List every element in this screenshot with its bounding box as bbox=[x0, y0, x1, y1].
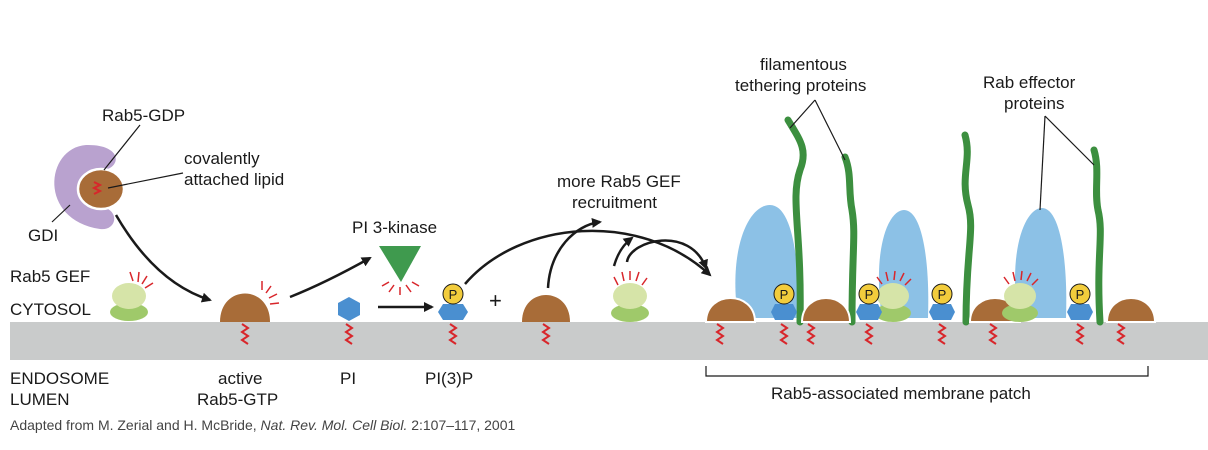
patch-phosphate-3 bbox=[931, 283, 953, 305]
patch-pi3p-tail-4 bbox=[1075, 323, 1085, 345]
pi-tail bbox=[344, 323, 354, 345]
label-more-gef-1: more Rab5 GEF bbox=[557, 172, 681, 191]
patch-phosphate-4 bbox=[1069, 283, 1091, 305]
patch-gef-1-top bbox=[877, 283, 909, 309]
patch-phosphate-label-2: P bbox=[865, 287, 874, 302]
credit-suffix: 2:107–117, 2001 bbox=[407, 417, 516, 433]
patch-gef-2-top bbox=[1004, 283, 1036, 309]
label-rab5-gef: Rab5 GEF bbox=[10, 267, 90, 286]
patch-rab5-4 bbox=[1105, 297, 1157, 323]
tethering-filament-2 bbox=[841, 153, 858, 326]
arrow-gdp-to-gtp bbox=[114, 214, 212, 303]
patch-phosphate-1 bbox=[773, 283, 795, 305]
leader-filament-1 bbox=[789, 99, 816, 129]
pi-lipid bbox=[338, 297, 360, 321]
rab5-gdp bbox=[76, 167, 126, 211]
kinase-activity-rays bbox=[381, 281, 420, 295]
leader-gdi bbox=[51, 204, 71, 223]
leader-effector-1 bbox=[1039, 115, 1046, 211]
figure-credit: Adapted from M. Zerial and H. McBride, N… bbox=[10, 417, 515, 433]
patch-lipid-2 bbox=[806, 323, 816, 345]
patch-rab5-1 bbox=[704, 297, 757, 323]
label-pi3-kinase: PI 3-kinase bbox=[352, 218, 437, 237]
label-pi: PI bbox=[340, 369, 356, 388]
phosphate-group bbox=[442, 283, 464, 305]
label-active: active bbox=[218, 369, 262, 388]
patch-gef-2-bottom bbox=[1002, 304, 1038, 322]
pi3p-tail bbox=[448, 323, 458, 345]
patch-phosphate-label-4: P bbox=[1076, 287, 1085, 302]
label-tethering-proteins: tethering proteins bbox=[735, 76, 866, 95]
lipid-anchor-active bbox=[240, 323, 250, 345]
rab5-gef-top bbox=[112, 283, 146, 309]
gef-activity-rays bbox=[129, 271, 154, 289]
lipid-anchor-gdp bbox=[91, 181, 103, 195]
patch-rab5-2 bbox=[800, 297, 852, 323]
tethering-filament-1 bbox=[784, 116, 807, 326]
patch-pi3p-tail-2 bbox=[864, 323, 874, 345]
arrow-recruit-4 bbox=[612, 236, 634, 267]
patch-lipid-1 bbox=[715, 323, 725, 345]
tethering-filament-3 bbox=[961, 131, 975, 326]
patch-gef-rays bbox=[876, 270, 1039, 286]
patch-lipid-3 bbox=[988, 323, 998, 345]
arrow-recruit-2 bbox=[546, 217, 602, 289]
label-filamentous: filamentous bbox=[760, 55, 847, 74]
label-gdi: GDI bbox=[28, 226, 58, 245]
patch-pi3p-4 bbox=[1067, 304, 1093, 320]
leader-rab5-gdp bbox=[103, 124, 141, 171]
patch-phosphate-label-1: P bbox=[780, 287, 789, 302]
label-rab-effector: Rab effector bbox=[983, 73, 1076, 92]
patch-pi3p-2 bbox=[856, 304, 882, 320]
lipid-anchor-2 bbox=[541, 323, 551, 345]
patch-gef-1-bottom bbox=[875, 304, 911, 322]
endosome-membrane bbox=[10, 322, 1208, 360]
gef2-activity-rays bbox=[613, 271, 648, 286]
rab5-gtp-2 bbox=[522, 295, 570, 322]
patch-phosphate-label-3: P bbox=[938, 287, 947, 302]
label-cytosol: CYTOSOL bbox=[10, 300, 91, 319]
label-lumen: LUMEN bbox=[10, 390, 70, 409]
label-more-gef-2: recruitment bbox=[572, 193, 657, 212]
credit-journal: Nat. Rev. Mol. Cell Biol. bbox=[260, 417, 408, 433]
patch-pi3p-tail-3 bbox=[937, 323, 947, 345]
credit-prefix: Adapted from M. Zerial and H. McBride, bbox=[10, 417, 261, 433]
label-effector-proteins: proteins bbox=[1004, 94, 1064, 113]
membrane-patch-bracket bbox=[705, 366, 1149, 377]
gtp-activity-rays bbox=[261, 281, 280, 305]
label-covalently: covalently bbox=[184, 149, 260, 168]
patch-pi3p-1 bbox=[771, 304, 797, 320]
tethering-filament-4 bbox=[1090, 146, 1104, 326]
pi3-kinase bbox=[379, 246, 421, 282]
patch-pi3p-tail-1 bbox=[779, 323, 789, 345]
rab5-gef-bound-top bbox=[613, 283, 647, 309]
rab5-gef-bound-bottom bbox=[611, 304, 649, 322]
arrow-recruit-3 bbox=[625, 239, 708, 270]
patch-phosphate-2 bbox=[858, 283, 880, 305]
pi3p-lipid bbox=[438, 304, 468, 320]
label-attached-lipid: attached lipid bbox=[184, 170, 284, 189]
label-rab5-gtp: Rab5-GTP bbox=[197, 390, 278, 409]
arrow-recruit-1 bbox=[464, 229, 712, 285]
plus-sign: + bbox=[489, 288, 502, 313]
label-membrane-patch: Rab5-associated membrane patch bbox=[771, 384, 1031, 403]
rab5-gtp-active bbox=[220, 293, 270, 322]
label-pi3p: PI(3)P bbox=[425, 369, 473, 388]
patch-lipid-4 bbox=[1116, 323, 1126, 345]
patch-pi3p-3 bbox=[929, 304, 955, 320]
leader-lipid bbox=[107, 172, 184, 189]
leader-filament-2 bbox=[814, 99, 846, 161]
leader-effector-2 bbox=[1044, 115, 1095, 166]
label-endosome: ENDOSOME bbox=[10, 369, 109, 388]
label-rab5-gdp: Rab5-GDP bbox=[102, 106, 185, 125]
phosphate-label: P bbox=[449, 287, 458, 302]
rab5-gef-bottom bbox=[110, 303, 148, 321]
arrow-to-kinase bbox=[289, 256, 372, 299]
